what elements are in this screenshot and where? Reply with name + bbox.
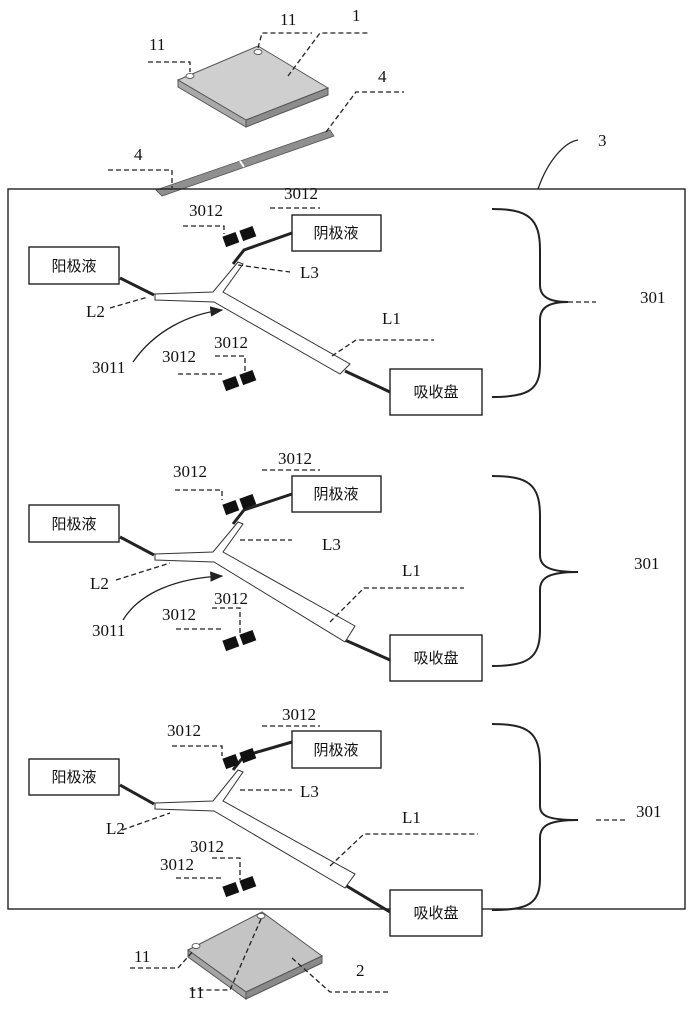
chip-body	[8, 189, 685, 909]
l2-label-1: L2	[86, 302, 105, 321]
l1-label-2: L1	[402, 561, 421, 580]
unit-1: 阳极液 阴极液 吸收盘 3012 3012 L3 L1 L2 3012 3012…	[29, 184, 666, 415]
l3-label-1: L3	[300, 263, 319, 282]
inlet-label-1: 3011	[92, 358, 125, 377]
anode-label-1: 阳极液	[51, 257, 96, 275]
unit-label-2: 301	[634, 554, 660, 573]
top-cover-plate	[178, 46, 328, 127]
electrode-label-3b: 3012	[282, 705, 316, 724]
unit-3: 阳极液 阴极液 吸收盘 3012 3012 L3 L1 L2 3012 3012…	[29, 705, 662, 936]
chip-label: 3	[598, 131, 607, 150]
unit-label-1: 301	[640, 288, 666, 307]
electrode-label-1b: 3012	[284, 184, 318, 203]
electrode-label-2c: 3012	[214, 589, 248, 608]
cathode-label-2: 阴极液	[313, 485, 358, 503]
bottom-cover-label: 2	[356, 961, 365, 980]
l1-label-1: L1	[382, 309, 401, 328]
hole-label-top-left: 11	[149, 35, 165, 54]
anode-label-3: 阳极液	[51, 768, 96, 786]
cathode-label-3: 阴极液	[313, 741, 358, 759]
electrode-label-1d: 3012	[162, 347, 196, 366]
electrode-label-3a: 3012	[167, 721, 201, 740]
electrode-label-1a: 3012	[189, 201, 223, 220]
electrode-label-3c: 3012	[190, 837, 224, 856]
electrode-label-2a: 3012	[173, 462, 207, 481]
hole-label-top-right: 11	[280, 10, 296, 29]
unit-label-3: 301	[636, 802, 662, 821]
electrode-label-3d: 3012	[160, 855, 194, 874]
electrode-label-2b: 3012	[278, 449, 312, 468]
hole-label-bottom-right: 11	[188, 983, 204, 1002]
top-cover-label: 1	[352, 6, 361, 25]
anode-label-2: 阳极液	[51, 515, 96, 533]
absorber-label-2: 吸收盘	[413, 649, 458, 667]
strip-label-left: 4	[134, 145, 143, 164]
l3-label-2: L3	[322, 535, 341, 554]
hole-label-bottom-left: 11	[134, 947, 150, 966]
absorber-label-3: 吸收盘	[413, 904, 458, 922]
bottom-cover-plate	[188, 912, 322, 999]
l2-label-3: L2	[106, 819, 125, 838]
l1-label-3: L1	[402, 808, 421, 827]
unit-2: 阳极液 阴极液 吸收盘 3012 3012 L3 L1 L2 3012 3012…	[29, 449, 660, 681]
electrode-label-1c: 3012	[214, 333, 248, 352]
l3-label-3: L3	[300, 782, 319, 801]
l2-label-2: L2	[90, 574, 109, 593]
electrode-label-2d: 3012	[162, 605, 196, 624]
cathode-label-1: 阴极液	[313, 224, 358, 242]
strip-label-top: 4	[378, 67, 387, 86]
absorber-label-1: 吸收盘	[413, 383, 458, 401]
inlet-label-2: 3011	[92, 621, 125, 640]
